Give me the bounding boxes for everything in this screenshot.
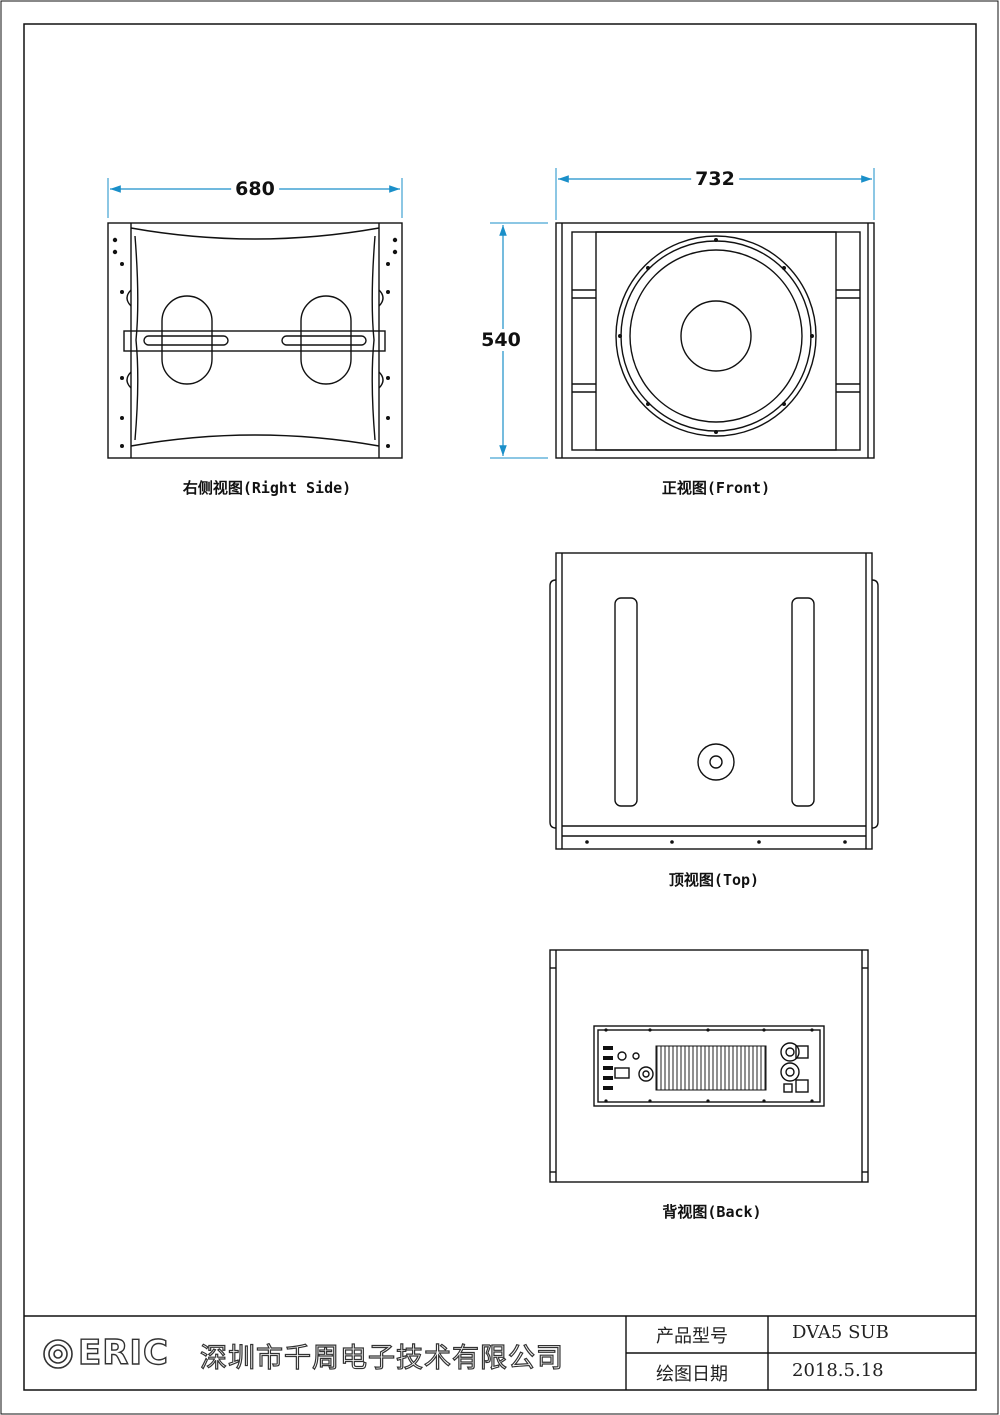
back-view-label: 背视图(Back): [662, 1203, 762, 1221]
eric-logo-icon: [43, 1339, 73, 1369]
model-label: 产品型号: [656, 1326, 728, 1347]
dimension-label-540: 540: [477, 329, 525, 351]
brand-logo-text: ERIC: [77, 1332, 170, 1373]
company-name: 深圳市千周电子技术有限公司: [199, 1342, 564, 1374]
top-view-label: 顶视图(Top): [668, 871, 760, 889]
front-view: [490, 168, 875, 459]
right-side-view: [107, 178, 403, 459]
amplifier-panel: [593, 1025, 825, 1107]
front-view-label: 正视图(Front): [661, 479, 771, 497]
date-label: 绘图日期: [656, 1364, 728, 1385]
back-view: [549, 949, 869, 1183]
model-value: DVA5 SUB: [792, 1322, 889, 1343]
title-block: [24, 1315, 976, 1390]
dimension-label-680: 680: [231, 178, 279, 200]
date-value: 2018.5.18: [792, 1360, 884, 1381]
top-view: [549, 552, 879, 850]
right-side-view-label: 右侧视图(Right Side): [182, 479, 352, 497]
dimension-label-732: 732: [691, 168, 739, 190]
